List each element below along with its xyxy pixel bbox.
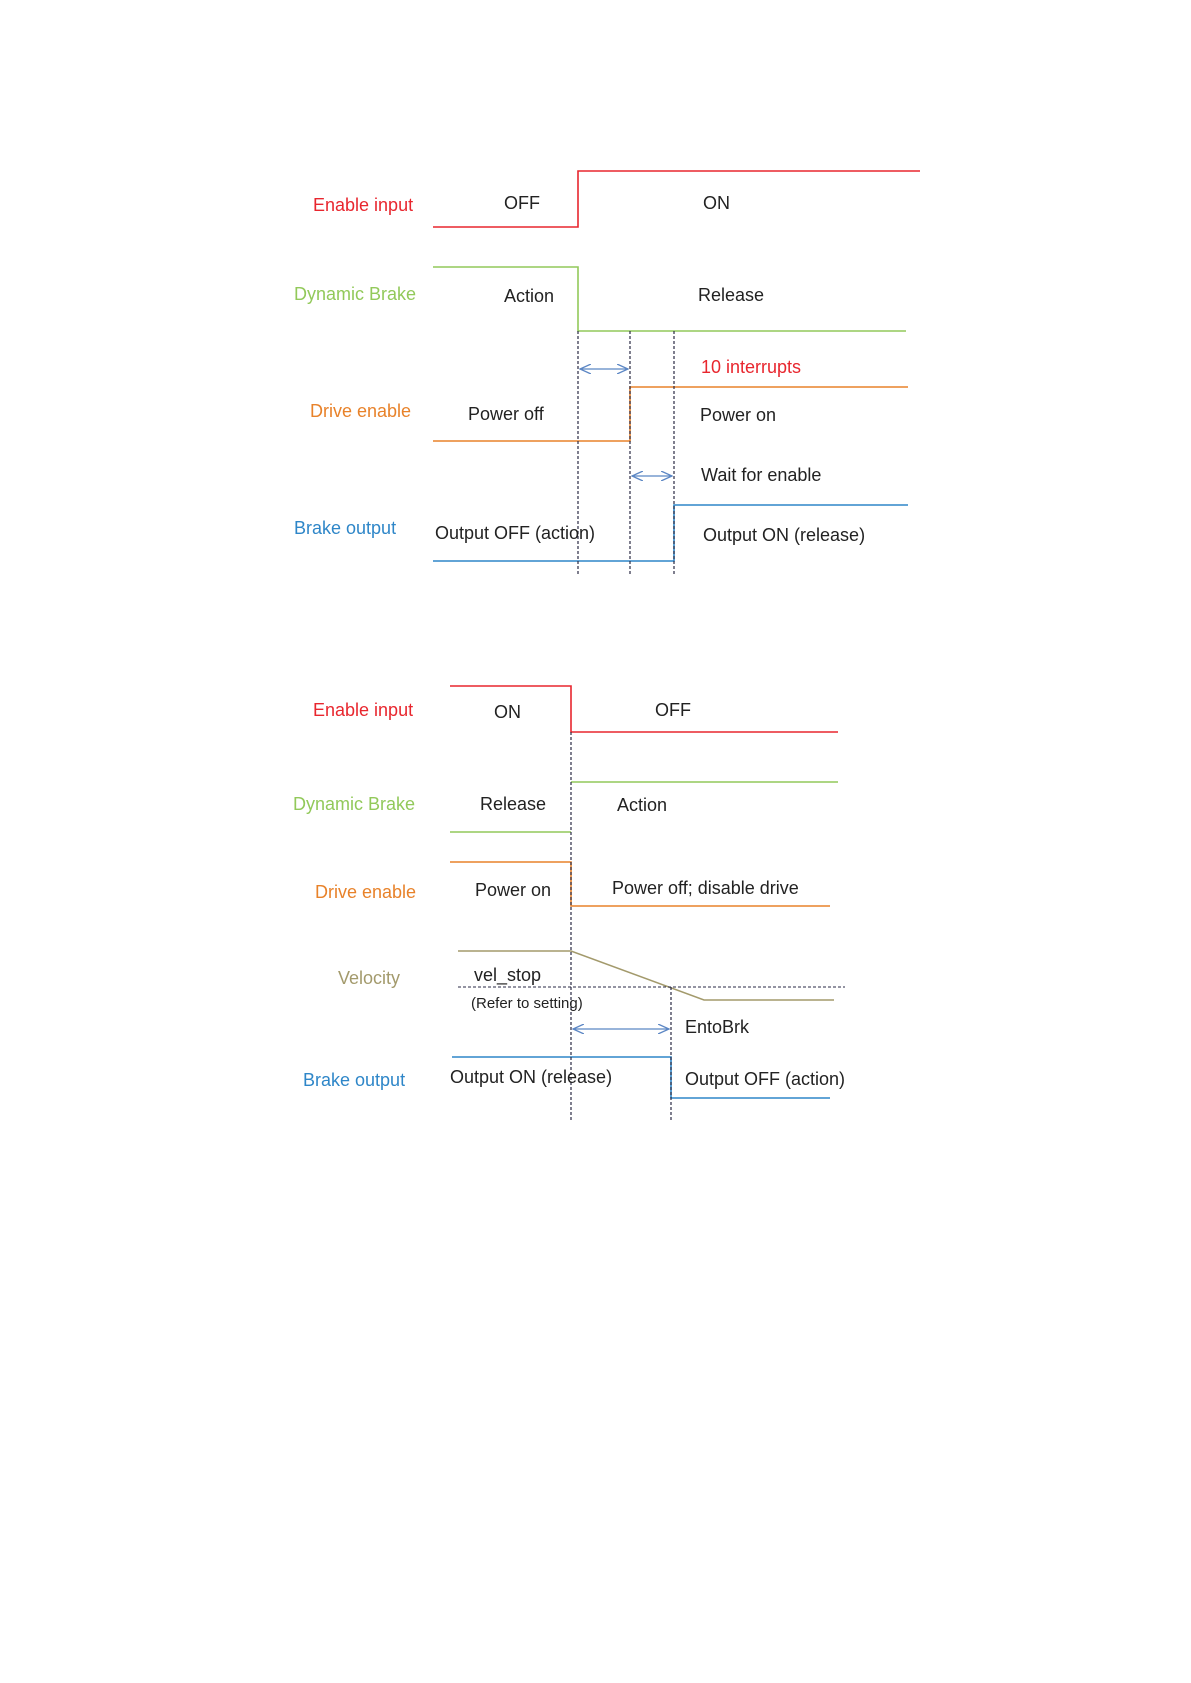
state-drive-power-on: Power on: [700, 405, 776, 425]
waveform-enable-input: [450, 685, 838, 733]
interval-label-interrupts: 10 interrupts: [701, 357, 801, 377]
signal-label-dynamic-brake: Dynamic Brake: [293, 794, 415, 814]
state-brake-action: Action: [504, 286, 554, 306]
waveform-velocity: [458, 950, 834, 1001]
waveform-dynamic-brake: [433, 266, 906, 332]
state-enable-off: OFF: [655, 700, 691, 720]
signal-label-brake-output: Brake output: [303, 1070, 405, 1090]
state-brake-release: Release: [698, 285, 764, 305]
signal-label-dynamic-brake: Dynamic Brake: [294, 284, 416, 304]
timing-diagram-enable: Enable input Dynamic Brake Drive enable …: [294, 170, 920, 575]
signal-label-drive-enable: Drive enable: [315, 882, 416, 902]
interval-label-wait-for-enable: Wait for enable: [701, 465, 821, 485]
waveform-enable-input: [433, 170, 920, 228]
timing-diagram-disable: Enable input Dynamic Brake Drive enable …: [293, 685, 845, 1121]
state-drive-power-off: Power off: [468, 404, 545, 424]
interval-label-entobrk: EntoBrk: [685, 1017, 750, 1037]
state-enable-off: OFF: [504, 193, 540, 213]
state-brake-output-off: Output OFF (action): [685, 1069, 845, 1089]
signal-label-enable-input: Enable input: [313, 700, 413, 720]
state-drive-power-on: Power on: [475, 880, 551, 900]
signal-label-drive-enable: Drive enable: [310, 401, 411, 421]
label-refer-to-setting: (Refer to setting): [471, 995, 583, 1012]
state-brake-output-on: Output ON (release): [450, 1067, 612, 1087]
state-brake-output-on: Output ON (release): [703, 525, 865, 545]
state-brake-action: Action: [617, 795, 667, 815]
signal-label-brake-output: Brake output: [294, 518, 396, 538]
state-enable-on: ON: [494, 702, 521, 722]
signal-label-enable-input: Enable input: [313, 195, 413, 215]
signal-label-velocity: Velocity: [338, 968, 400, 988]
state-brake-release: Release: [480, 794, 546, 814]
state-drive-power-off: Power off; disable drive: [612, 878, 799, 898]
state-enable-on: ON: [703, 193, 730, 213]
label-vel-stop: vel_stop: [474, 965, 541, 986]
state-brake-output-off: Output OFF (action): [435, 523, 595, 543]
